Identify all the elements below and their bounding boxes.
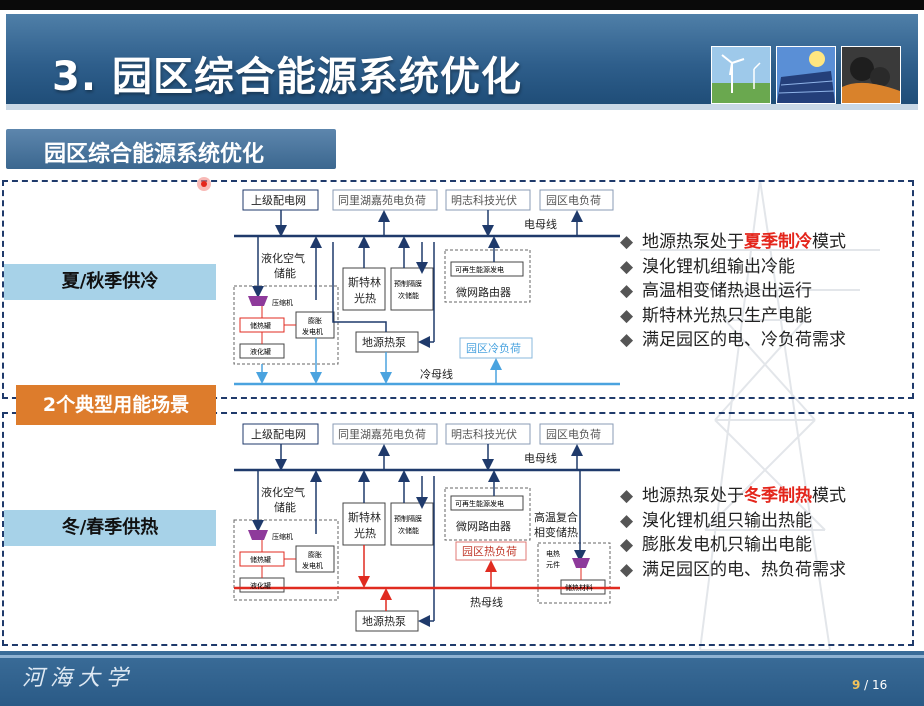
summer-laes-label-1: 液化空气 [261, 251, 305, 265]
winter-renewable-label: 可再生能源发电 [455, 499, 504, 508]
winter-liquefier-label: 液化罐 [250, 581, 271, 590]
winter-router-label: 微网路由器 [456, 519, 511, 533]
summer-gshp-label: 地源热泵 [362, 335, 406, 349]
diamond-icon: ◆ [620, 330, 634, 350]
summer-storage-tank-label: 储热罐 [250, 321, 271, 330]
scenario-count-label: 2个典型用能场景 [16, 385, 216, 425]
footer-divider [0, 655, 924, 658]
winter-expander-label-2: 发电机 [302, 561, 323, 570]
summer-stirling-label-1: 斯特林 [348, 275, 381, 289]
summer-lithium-label-1: 预制隔膜 [394, 279, 422, 288]
summer-grid-label: 上级配电网 [251, 194, 306, 207]
summer-compressor-label: 压缩机 [272, 298, 293, 307]
summer-bullet: ◆溴化锂机组输出冷能 [620, 255, 846, 280]
winter-scenario-frame [2, 412, 914, 646]
wind-turbine-photo [711, 46, 771, 104]
window-top-bar [0, 0, 924, 10]
scenario-label-summer: 夏/秋季供冷 [4, 264, 216, 300]
solar-panel-photo [776, 46, 836, 104]
summer-scenario-frame [2, 180, 914, 399]
winter-load2-label: 园区电负荷 [546, 427, 601, 441]
winter-bullet: ◆地源热泵处于冬季制热模式 [620, 484, 846, 509]
winter-stirling-label-1: 斯特林 [348, 510, 381, 524]
diamond-icon: ◆ [620, 486, 634, 506]
summer-bullet: ◆满足园区的电、冷负荷需求 [620, 328, 846, 353]
summer-router-label: 微网路由器 [456, 285, 511, 299]
summer-stirling-label-2: 光热 [354, 291, 376, 305]
winter-gshp-label: 地源热泵 [362, 614, 406, 628]
winter-pcm-label-2: 相变储热 [534, 525, 578, 539]
summer-lithium-label-2: 次储能 [398, 291, 419, 300]
summer-bullet: ◆斯特林光热只生产电能 [620, 304, 846, 329]
diamond-icon: ◆ [620, 281, 634, 301]
winter-heat-bus-label: 热母线 [470, 595, 503, 609]
diamond-icon: ◆ [620, 559, 634, 580]
summer-ebus-label: 电母线 [524, 217, 557, 231]
summer-bullet: ◆地源热泵处于夏季制冷模式 [620, 230, 846, 255]
slide-title: 3. 园区综合能源系统优化 [52, 54, 522, 100]
summer-renewable-label: 可再生能源发电 [455, 265, 504, 274]
summer-load2-label: 园区电负荷 [546, 193, 601, 207]
subtitle: 园区综合能源系统优化 [44, 142, 265, 167]
university-logo: 河海大学 [22, 666, 135, 691]
diamond-icon: ◆ [620, 232, 634, 252]
summer-liquefier-label: 液化罐 [250, 347, 271, 356]
diamond-icon: ◆ [620, 256, 634, 277]
winter-pv-label: 明志科技光伏 [451, 427, 517, 441]
winter-bullet: ◆膨胀发电机只输出电能 [620, 533, 846, 558]
footer-bar [0, 651, 924, 706]
diamond-icon: ◆ [620, 535, 634, 555]
winter-bullet: ◆满足园区的电、热负荷需求 [620, 558, 846, 583]
winter-load1-label: 同里湖嘉苑电负荷 [338, 427, 426, 441]
winter-heat-material-label: 储热材料 [565, 583, 593, 592]
diamond-icon: ◆ [620, 510, 634, 531]
winter-grid-label: 上级配电网 [251, 428, 306, 441]
summer-expander-label-2: 发电机 [302, 327, 323, 336]
winter-laes-label-2: 储能 [274, 500, 296, 514]
summer-load1-label: 同里湖嘉苑电负荷 [338, 193, 426, 207]
winter-heater-label-1: 电热 [546, 549, 560, 558]
winter-lithium-label-1: 预制隔膜 [394, 514, 422, 523]
winter-ebus-label: 电母线 [524, 451, 557, 465]
winter-pcm-label-1: 高温复合 [534, 510, 578, 524]
summer-cold-load-label: 园区冷负荷 [466, 341, 521, 355]
coal-photo [841, 46, 901, 104]
winter-heater-label-2: 元件 [546, 560, 560, 569]
summer-pv-label: 明志科技光伏 [451, 193, 517, 207]
winter-laes-label-1: 液化空气 [261, 485, 305, 499]
winter-bullet: ◆溴化锂机组只输出热能 [620, 509, 846, 534]
winter-heat-load-label: 园区热负荷 [462, 544, 517, 558]
summer-bullet: ◆高温相变储热退出运行 [620, 279, 846, 304]
winter-bullet-list: ◆地源热泵处于冬季制热模式 ◆溴化锂机组只输出热能 ◆膨胀发电机只输出电能 ◆满… [620, 484, 846, 582]
summer-bullet-list: ◆地源热泵处于夏季制冷模式 ◆溴化锂机组输出冷能 ◆高温相变储热退出运行 ◆斯特… [620, 230, 846, 353]
winter-compressor-label: 压缩机 [272, 532, 293, 541]
diamond-icon: ◆ [620, 305, 634, 326]
winter-expander-label-1: 膨胀 [308, 550, 322, 559]
page-number: 9 / 16 [852, 678, 888, 692]
summer-cold-bus-label: 冷母线 [420, 367, 453, 381]
winter-stirling-label-2: 光热 [354, 526, 376, 540]
summer-laes-label-2: 储能 [274, 266, 296, 280]
summer-expander-label-1: 膨胀 [308, 316, 322, 325]
winter-lithium-label-2: 次储能 [398, 526, 419, 535]
winter-storage-tank-label: 储热罐 [250, 555, 271, 564]
subtitle-box [6, 129, 336, 169]
scenario-label-winter: 冬/春季供热 [4, 510, 216, 546]
